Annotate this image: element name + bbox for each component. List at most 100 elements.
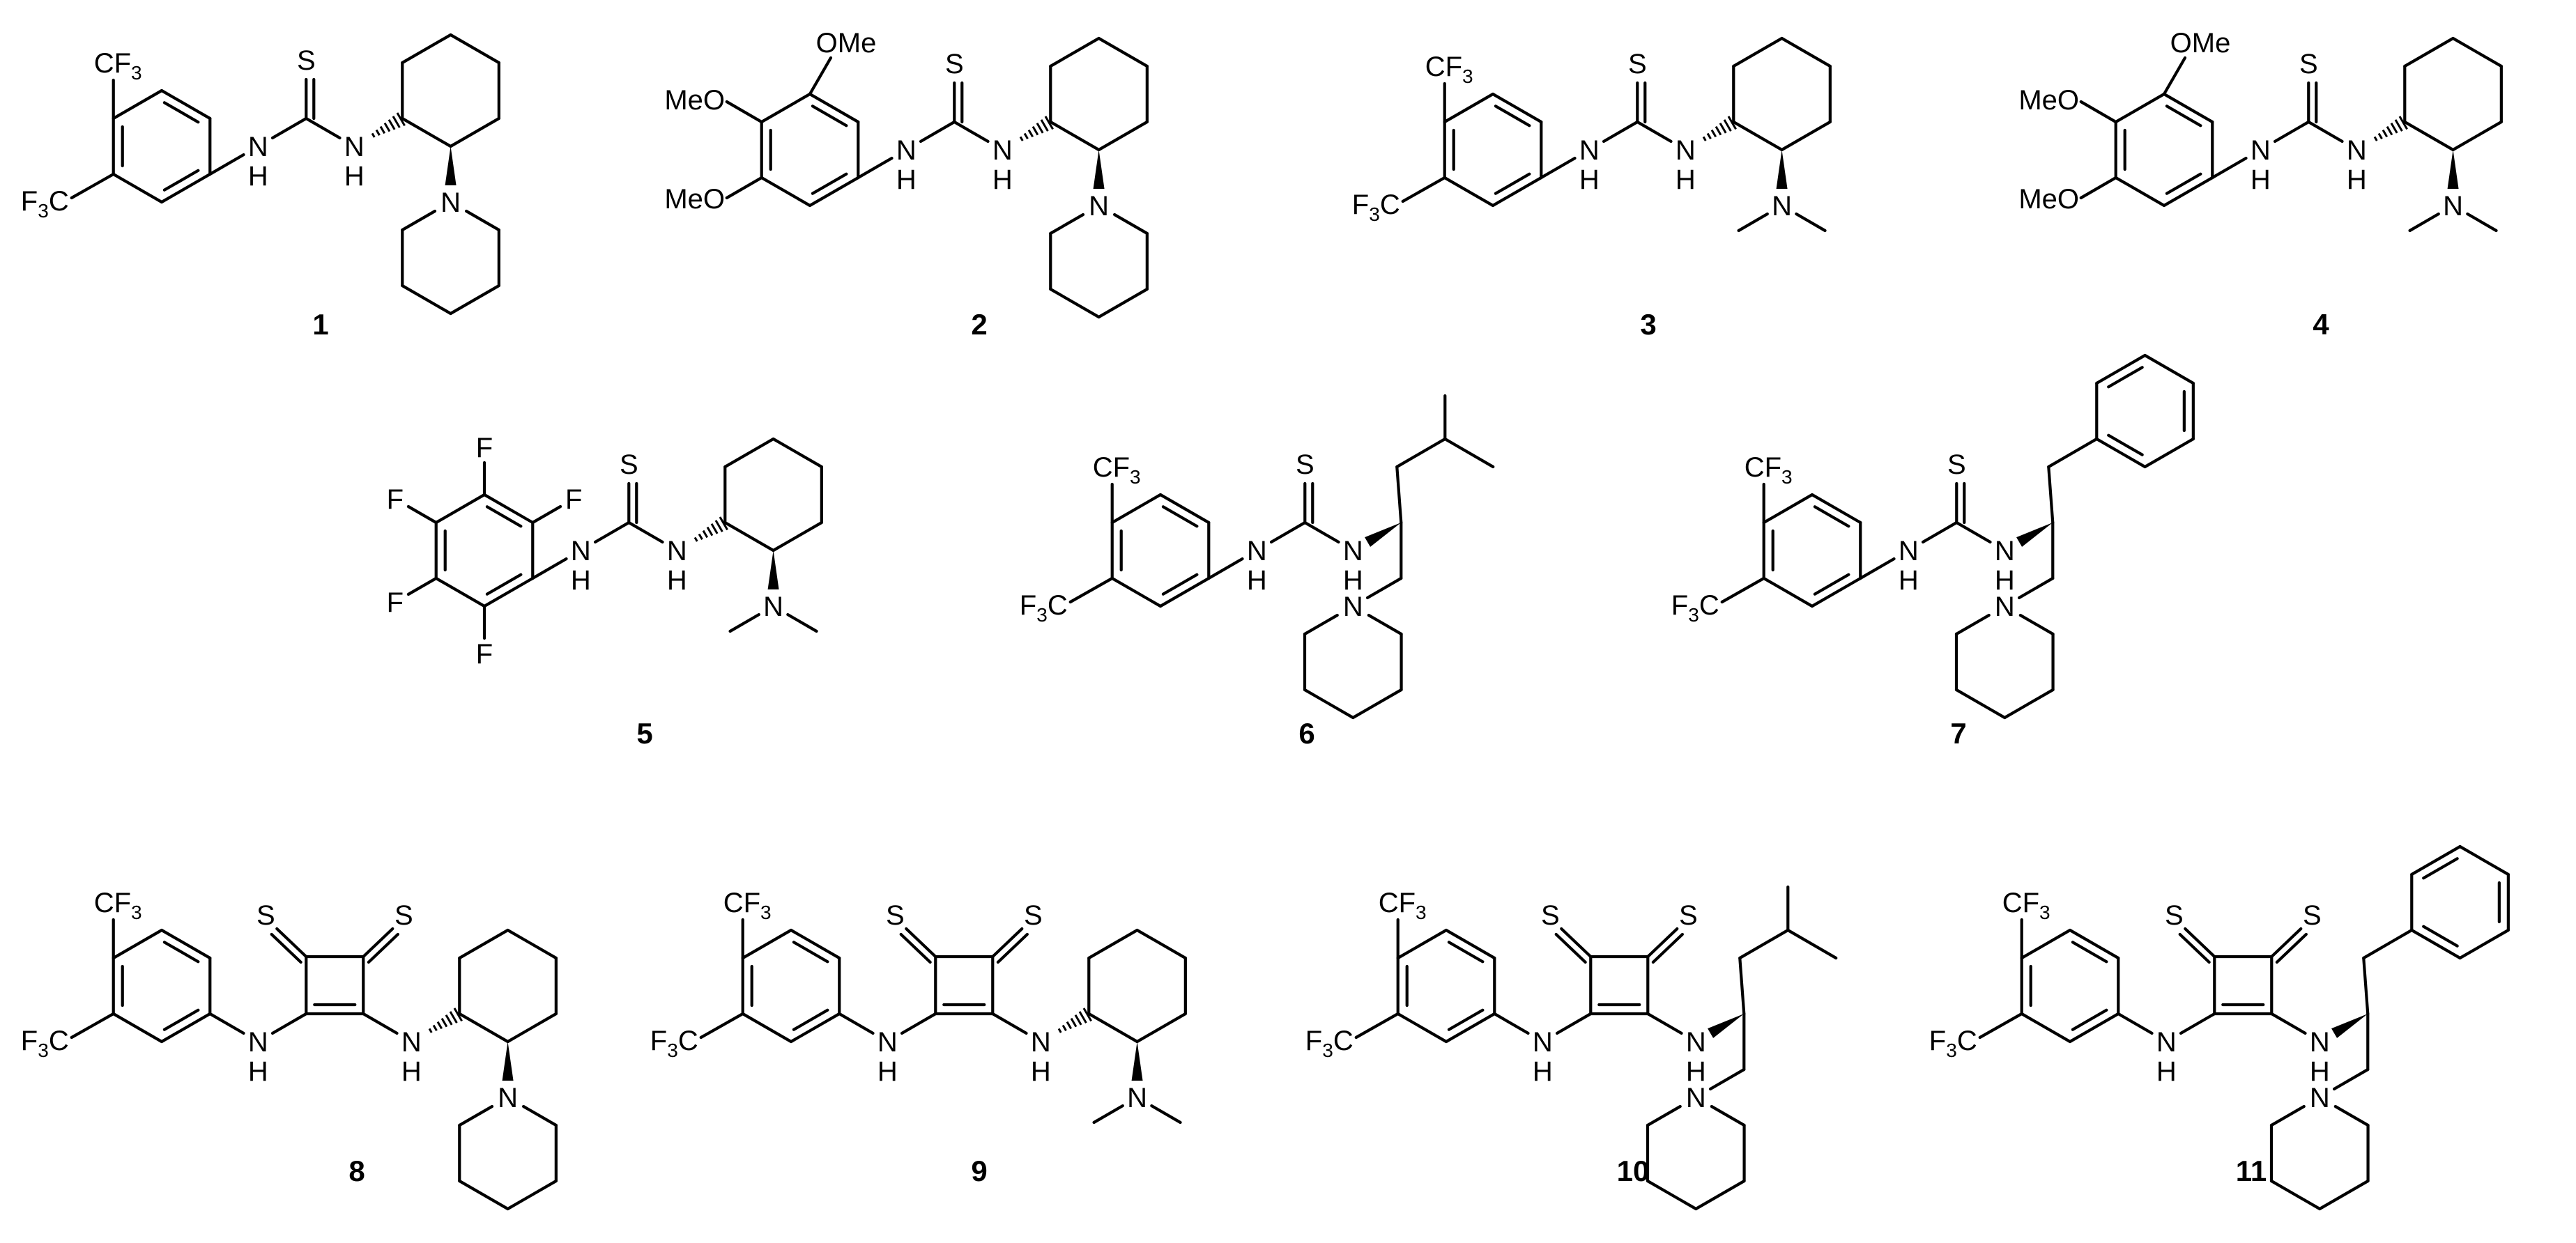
hash-line: [1706, 132, 1712, 139]
ch2-n-bond: [2332, 1067, 2370, 1091]
aromatic-bond: [789, 928, 841, 960]
n-c-bond: [2179, 1012, 2216, 1035]
ring-bond: [2114, 176, 2166, 208]
piperidine-n: N: [1686, 1083, 1706, 1113]
chain-bond: [1395, 437, 1447, 469]
cyclohexyl-3: N: [1702, 36, 1832, 233]
n-c-bond: [1555, 1012, 1593, 1035]
ring-bond: [1087, 1012, 1139, 1044]
hash-line: [1070, 1017, 1078, 1028]
cs-double-bond-left: [2184, 927, 2216, 959]
ring-bond: [1780, 120, 1832, 152]
thio-s: S: [297, 45, 316, 76]
cyclohexane-ring: [723, 437, 823, 553]
c-n-bond: [1955, 520, 1992, 544]
ring-bond: [1762, 493, 1814, 525]
aromatic-bond-inner: [1813, 505, 1850, 528]
ring-bond: [1303, 613, 1339, 636]
cf3-label-top: CF3: [2002, 888, 2050, 923]
ome-bond: [725, 100, 763, 124]
ring-bond: [2020, 1012, 2072, 1044]
cs-double-bond-left: [905, 927, 937, 959]
hashed-bond: [371, 112, 406, 138]
hash-line: [453, 1007, 463, 1022]
ring-bond: [1367, 613, 1403, 636]
c-n-bond: [1303, 520, 1340, 544]
aromatic-bond: [789, 1012, 841, 1044]
ring-bond: [449, 284, 500, 316]
thio-s-left: S: [1541, 900, 1560, 931]
nh-n: N: [877, 1027, 898, 1058]
nh-h: H: [1899, 565, 1919, 596]
piperidine-ring: N: [458, 1083, 558, 1211]
meo-label-upper: MeO: [2018, 85, 2079, 116]
hash-line: [1078, 1011, 1087, 1024]
ring-bond: [1351, 688, 1403, 720]
ch2-n-bond: [1708, 1067, 1746, 1091]
wedged-bond: [2331, 1014, 2368, 1038]
wedged-bond: [1131, 1042, 1143, 1081]
hash-line: [702, 530, 709, 539]
nh-h: H: [1676, 164, 1696, 195]
aryl-n-bond: [838, 1012, 875, 1035]
aromatic-bond-inner: [162, 941, 200, 964]
aromatic-bond: [2410, 928, 2462, 960]
aromatic-bond-inner: [1447, 941, 1485, 964]
ring-bond: [2451, 36, 2503, 68]
nh-n: N: [1579, 135, 1600, 166]
ring-bond: [2269, 1104, 2306, 1127]
wedged-bond: [1776, 150, 1788, 189]
acyclic-10: N: [1646, 885, 1838, 1211]
aromatic-bond: [2095, 353, 2147, 385]
aryl-n-bond: [857, 156, 894, 180]
nh-h: H: [344, 161, 365, 192]
cf3-label-top: CF3: [1379, 888, 1427, 923]
hash-line: [1066, 1021, 1073, 1030]
ring-bond: [2403, 120, 2455, 152]
compound-label-1: 1: [312, 308, 328, 341]
cs-double-bond-left-second: [2178, 932, 2211, 964]
aromatic-bond-inner: [485, 573, 523, 596]
nh-h: H: [877, 1056, 898, 1087]
piperidine-ring: N: [1646, 1083, 1746, 1211]
ring-bond: [2269, 1179, 2322, 1211]
ome-label: OMe: [816, 28, 877, 59]
n-c-bond: [919, 120, 956, 144]
nh-right: NH: [1686, 1027, 1706, 1087]
ring-bond: [760, 176, 812, 208]
cf3-label-left: F3C: [21, 186, 69, 222]
ring-bond: [112, 1012, 164, 1044]
ring-bond: [1112, 213, 1149, 236]
aromatic-bond-inner: [2107, 433, 2144, 456]
thio-s: S: [1296, 449, 1314, 480]
cs-double-bond-right-second: [1651, 932, 1684, 964]
aromatic-bond-inner: [2165, 172, 2202, 195]
aromatic-bond: [2410, 844, 2462, 877]
hash-line: [714, 520, 723, 532]
hash-line: [1040, 119, 1049, 132]
hash-line: [2382, 129, 2389, 138]
n-c-bond: [2273, 120, 2310, 144]
compound-label-6: 6: [1298, 717, 1314, 750]
nme2-n: N: [1772, 191, 1792, 222]
nh-n: N: [2310, 1027, 2330, 1058]
nh-n: N: [1676, 135, 1696, 166]
piperidine-n: N: [1089, 191, 1109, 222]
nh-h: H: [1247, 565, 1267, 596]
nh-right: NH: [1676, 135, 1696, 195]
ring-bond: [1097, 36, 1149, 68]
nh-h: H: [1343, 565, 1363, 596]
